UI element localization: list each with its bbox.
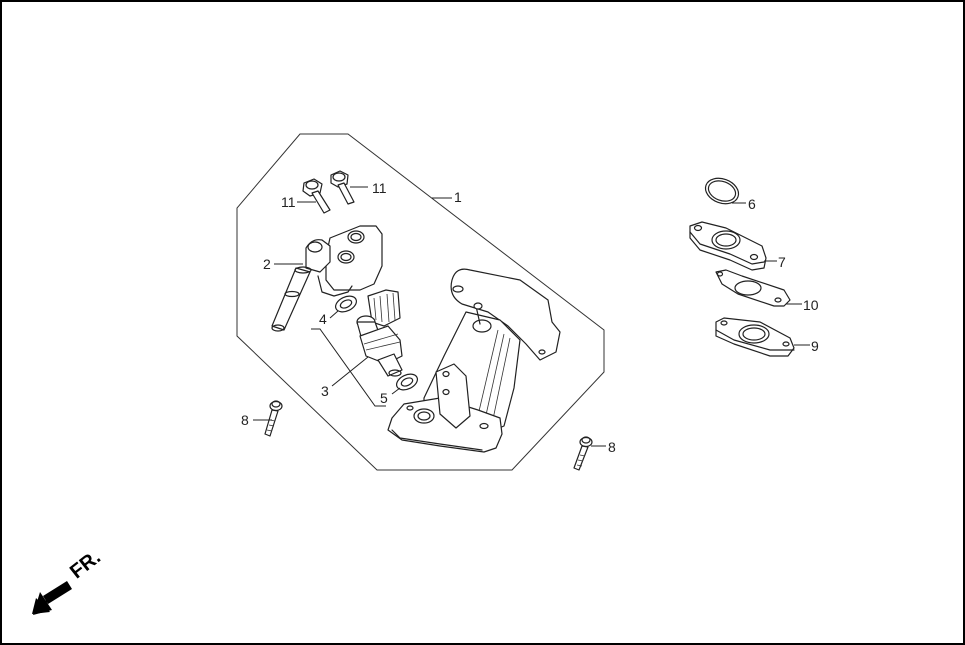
callout-1[interactable]: 1 bbox=[454, 189, 462, 205]
part-1-throttle-body[interactable] bbox=[387, 268, 561, 453]
leader-5 bbox=[391, 387, 401, 395]
callout-7[interactable]: 7 bbox=[778, 254, 786, 270]
part-5-lower-seal[interactable] bbox=[394, 371, 420, 393]
part-3-fuel-injector[interactable] bbox=[356, 289, 403, 377]
callout-4[interactable]: 4 bbox=[319, 311, 327, 327]
part-11-bolt-right[interactable] bbox=[330, 170, 355, 205]
part-4-upper-seal[interactable] bbox=[333, 293, 359, 315]
callout-8-right[interactable]: 8 bbox=[608, 439, 616, 455]
callout-10[interactable]: 10 bbox=[803, 297, 819, 313]
callout-8-left[interactable]: 8 bbox=[241, 412, 249, 428]
part-9-flange[interactable] bbox=[715, 317, 795, 357]
callout-11-right[interactable]: 11 bbox=[372, 180, 387, 196]
callout-2[interactable]: 2 bbox=[263, 256, 271, 272]
part-8-bolt-left[interactable] bbox=[264, 400, 283, 437]
leader-4 bbox=[329, 310, 339, 319]
part-2-fuel-joint[interactable] bbox=[271, 225, 383, 332]
arrow-down-left-icon bbox=[32, 581, 72, 615]
part-11-bolt-left[interactable] bbox=[302, 178, 331, 214]
callout-5[interactable]: 5 bbox=[380, 390, 388, 406]
part-10-gasket[interactable] bbox=[715, 269, 791, 307]
assembly-group-outline bbox=[236, 133, 605, 471]
leader-bracket-4-5 bbox=[311, 328, 386, 407]
part-8-bolt-right[interactable] bbox=[573, 436, 593, 471]
part-7-insulator[interactable] bbox=[689, 221, 767, 271]
callout-9[interactable]: 9 bbox=[811, 338, 819, 354]
callout-11-left[interactable]: 11 bbox=[281, 194, 296, 210]
part-6-o-ring[interactable] bbox=[702, 174, 742, 208]
callout-6[interactable]: 6 bbox=[748, 196, 756, 212]
callout-3[interactable]: 3 bbox=[321, 383, 329, 399]
leader-3 bbox=[331, 356, 369, 387]
